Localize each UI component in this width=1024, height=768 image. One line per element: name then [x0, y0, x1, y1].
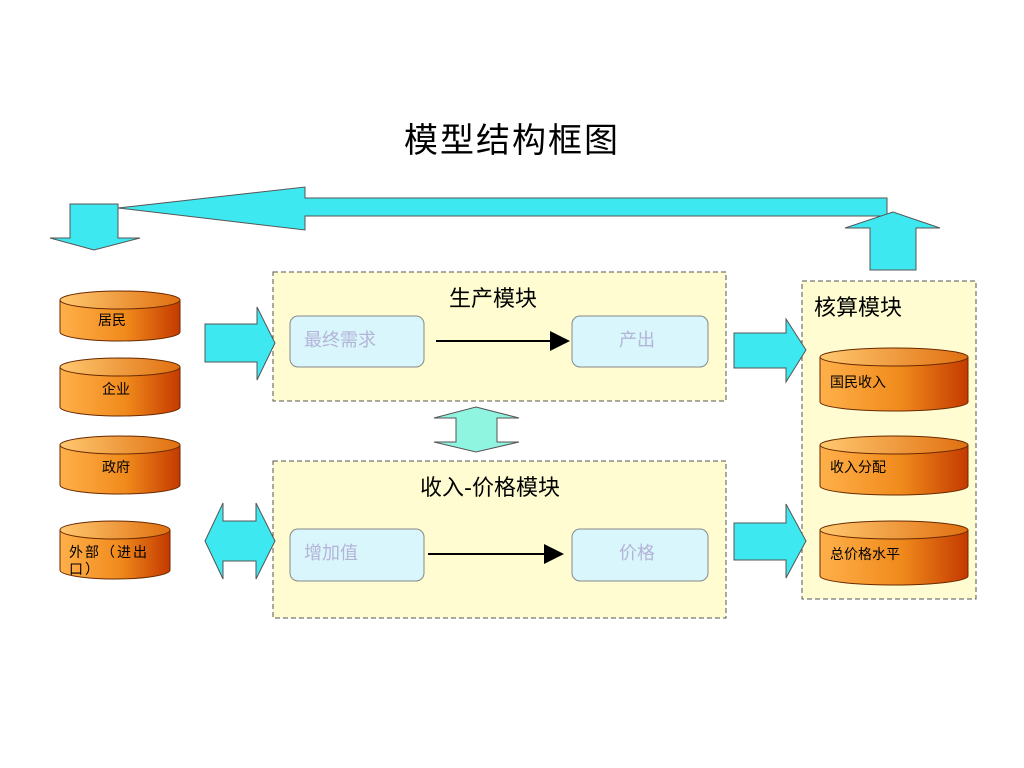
value-added-label: 增加值 — [304, 543, 358, 564]
sector-label-government: 政府 — [102, 460, 130, 476]
cylinder-enterprises — [59, 357, 181, 417]
output-box — [571, 315, 709, 368]
sector-label-enterprises: 企业 — [102, 382, 130, 398]
up-arrow-right — [844, 211, 941, 271]
accounting-item-price-level: 总价格水平 — [830, 547, 900, 563]
cylinder-government — [59, 435, 181, 495]
cylinder-national-income — [819, 347, 969, 412]
price-box — [571, 528, 709, 582]
sector-label-external: 外部（进出口） — [69, 545, 149, 578]
price-label: 价格 — [619, 543, 655, 564]
accounting-module-title: 核算模块 — [814, 296, 903, 321]
accounting-item-national-income: 国民收入 — [830, 375, 886, 391]
final-demand-label: 最终需求 — [304, 330, 376, 351]
down-arrow-left — [49, 203, 141, 251]
arrow-sectors-to-production — [204, 306, 276, 381]
cylinder-households — [59, 290, 181, 342]
module-link-arrow — [433, 406, 520, 453]
cylinder-external — [59, 520, 171, 580]
diagram-title: 模型结构框图 — [404, 121, 620, 161]
output-label: 产出 — [619, 330, 655, 351]
accounting-item-income-distribution: 收入分配 — [830, 460, 886, 476]
value-added-box — [289, 528, 425, 582]
final-demand-box — [289, 315, 425, 368]
sector-label-households: 居民 — [98, 313, 126, 329]
cylinder-income-distribution — [819, 435, 969, 496]
arrow-production-to-accounting — [733, 317, 807, 384]
arrow-income-to-accounting — [733, 503, 807, 579]
cylinder-price-level — [819, 520, 969, 586]
feedback-arrow — [117, 186, 888, 231]
production-module-title: 生产模块 — [449, 287, 538, 312]
income-price-module-title: 收入-价格模块 — [420, 476, 560, 501]
arrow-external-income-price — [204, 502, 276, 580]
